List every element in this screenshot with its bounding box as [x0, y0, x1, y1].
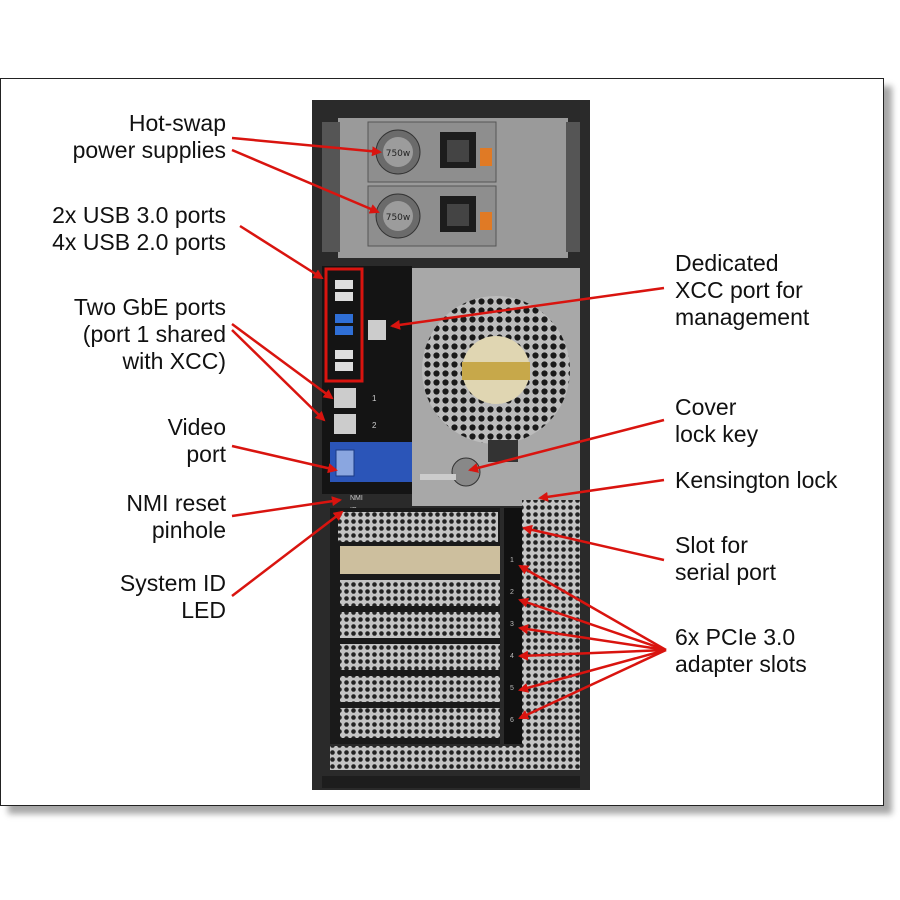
fan-grill [412, 268, 580, 506]
arrow-xcc [390, 286, 665, 330]
arrow-pcie-3 [518, 624, 667, 652]
psu-1-rating: 750w [386, 149, 411, 159]
port2-mark: 2 [372, 421, 377, 430]
label-cover: Cover lock key [675, 394, 759, 447]
arrow-pcie-4 [518, 648, 667, 661]
arrow-video [231, 444, 338, 474]
label-serial: Slot for serial port [675, 532, 776, 585]
power-supply-1: 750w [367, 121, 497, 183]
arrow-gbe-2 [231, 329, 326, 422]
arrow-serial [522, 524, 665, 562]
psu-2-rating: 750w [386, 213, 411, 223]
arrow-pcie-6 [518, 648, 667, 720]
slot-number: 5 [510, 685, 514, 692]
label-nmi: NMI reset pinhole [126, 490, 226, 543]
nmi-mark: NMI [350, 495, 363, 502]
port1-mark: 1 [372, 394, 377, 403]
arrow-usb [239, 224, 324, 280]
io-panel: 1 2 NMI ID [322, 266, 412, 514]
slot-number: 4 [510, 653, 514, 660]
label-pcie: 6x PCIe 3.0 adapter slots [675, 624, 807, 677]
arrow-psu-1 [231, 136, 382, 157]
arrow-psu-2 [231, 148, 380, 214]
arrow-sysid [231, 510, 344, 597]
label-usb: 2x USB 3.0 ports 4x USB 2.0 ports [52, 202, 226, 255]
label-video: Video port [167, 414, 226, 467]
label-psu: Hot-swap power supplies [72, 110, 226, 163]
arrow-kensington [538, 478, 665, 502]
slot-number: 2 [510, 589, 514, 596]
label-xcc: Dedicated XCC port for management [675, 250, 810, 330]
arrow-gbe-1 [231, 322, 334, 400]
pcie-slot-area: 1 2 3 4 5 6 [330, 500, 580, 770]
arrow-pcie-1 [518, 564, 667, 652]
arrow-nmi [231, 496, 342, 518]
label-sysid: System ID LED [119, 570, 226, 623]
label-kensington: Kensington lock [675, 467, 838, 493]
slot-number: 6 [510, 717, 514, 724]
label-gbe: Two GbE ports (port 1 shared with XCC) [73, 294, 226, 374]
arrow-cover [468, 418, 665, 473]
arrow-pcie-2 [518, 597, 667, 652]
callout-arrows [231, 136, 667, 720]
slot-number: 1 [510, 557, 514, 564]
power-supply-2: 750w [367, 185, 497, 247]
slot-number: 3 [510, 621, 514, 628]
arrow-pcie-5 [518, 648, 667, 693]
